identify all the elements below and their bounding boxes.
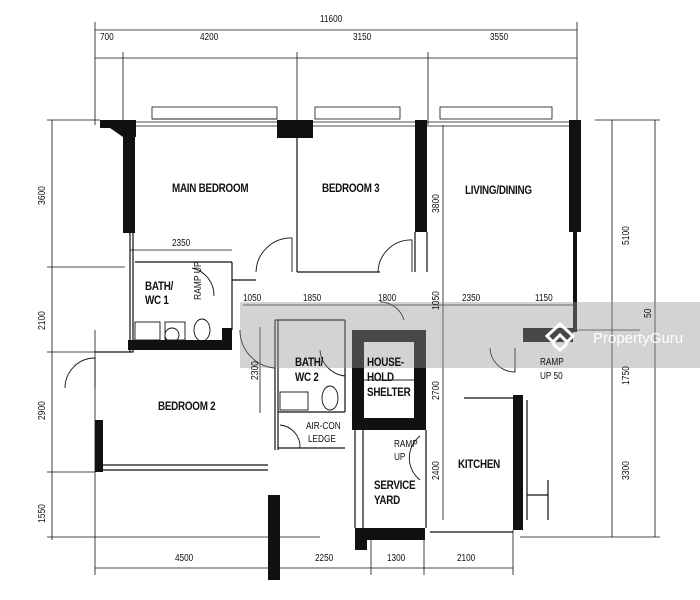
room-service-yard: SERVICE xyxy=(374,478,416,492)
dim-left: 1550 xyxy=(37,504,48,523)
windows xyxy=(135,106,570,127)
room-bedroom-2: BEDROOM 2 xyxy=(158,399,216,413)
room-bath-wc-1: WC 1 xyxy=(145,293,169,307)
dim-corridor: 1050 xyxy=(243,293,262,304)
dim-top: 700 xyxy=(100,32,114,43)
dim-corridor: 1850 xyxy=(303,293,322,304)
dim-bottom: 2100 xyxy=(457,553,476,564)
dim-left: 3600 xyxy=(37,186,48,205)
dim-bath2-height: 2300 xyxy=(250,361,261,380)
dim-top: 3550 xyxy=(490,32,509,43)
ramp-label: RAMP UP xyxy=(193,261,204,300)
dim-right: 3300 xyxy=(621,461,632,480)
dim-top: 4200 xyxy=(200,32,219,43)
room-main-bedroom: MAIN BEDROOM xyxy=(172,181,249,195)
room-aircon-ledge: LEDGE xyxy=(308,434,336,445)
dim-corridor: 1800 xyxy=(378,293,397,304)
dim-corridor: 2350 xyxy=(462,293,481,304)
bathroom-fixtures xyxy=(134,318,416,411)
dim-corridor: 1150 xyxy=(535,293,553,304)
dim-bottom: 4500 xyxy=(175,553,194,564)
dim-bottom: 1300 xyxy=(387,553,406,564)
dim-bottom: 2250 xyxy=(315,553,334,564)
dim-right: 5100 xyxy=(621,226,632,245)
room-household-shelter: SHELTER xyxy=(367,385,411,399)
room-service-yard: YARD xyxy=(374,493,400,507)
walls xyxy=(95,120,581,580)
dim-bath1-width: 2350 xyxy=(172,238,191,249)
room-household-shelter: HOUSE- xyxy=(367,355,404,369)
room-aircon-ledge: AIR-CON xyxy=(306,421,341,432)
watermark-text: PropertyGuru xyxy=(593,330,684,347)
ramp-label: UP xyxy=(394,452,406,463)
room-kitchen: KITCHEN xyxy=(458,457,501,471)
dim-yard-height: 2400 xyxy=(431,461,442,480)
room-living-dining: LIVING/DINING xyxy=(465,183,532,197)
watermark-band xyxy=(240,302,700,368)
room-bath-wc-2: WC 2 xyxy=(295,370,319,384)
dim-shelter-height: 2700 xyxy=(431,381,442,400)
dimension-lines xyxy=(47,22,660,575)
dim-left: 2100 xyxy=(37,311,48,330)
dim-corridor: 1050 xyxy=(431,291,442,310)
dim-right: 50 xyxy=(643,308,654,318)
dim-right: 1750 xyxy=(621,366,632,385)
room-bath-wc-2: BATH/ xyxy=(295,355,324,369)
door-swings xyxy=(64,237,516,481)
room-bedroom-3: BEDROOM 3 xyxy=(322,181,380,195)
ramp-label: RAMP xyxy=(540,357,564,368)
dim-left: 2900 xyxy=(37,401,48,420)
dim-top: 3150 xyxy=(353,32,372,43)
interior-walls xyxy=(95,138,549,533)
ramp-label: RAMP xyxy=(394,439,418,450)
ramp-label: UP 50 xyxy=(540,371,563,382)
propertyguru-logo-icon xyxy=(545,322,575,352)
dim-overall-width: 11600 xyxy=(320,14,343,25)
room-household-shelter: HOLD xyxy=(367,370,394,384)
room-bath-wc-1: BATH/ xyxy=(145,279,174,293)
dim-living-height: 3800 xyxy=(431,194,442,213)
